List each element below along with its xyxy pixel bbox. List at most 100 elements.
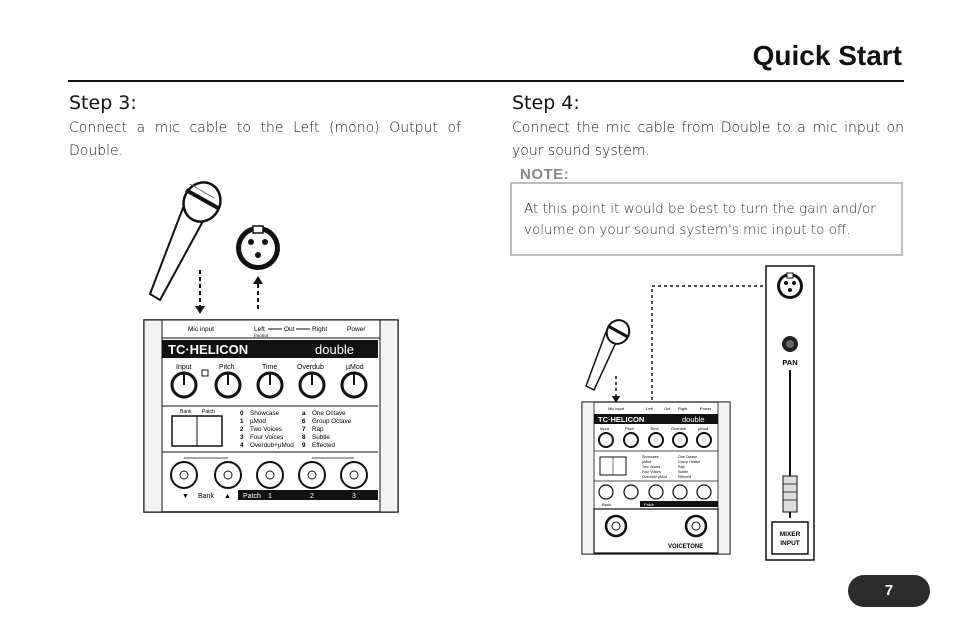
knob-label-umod: µMod (346, 364, 364, 371)
patch-name-3: Four Voices (250, 434, 283, 441)
small-knob-label-umod: µMod (698, 426, 708, 431)
step4-heading: Step 4: (512, 92, 580, 114)
small-footer-patch: Patch (644, 502, 654, 507)
label-mono: (mono) (254, 333, 269, 338)
header-rule (68, 80, 904, 82)
small-footswitch-4[interactable] (672, 484, 688, 500)
microphone-icon (148, 181, 222, 302)
patch-name-6: Group Octave (312, 418, 352, 425)
footer-patch-2: 2 (310, 493, 314, 500)
small-label-out: Out (664, 406, 671, 411)
knob-label-overdub: Overdub (297, 364, 324, 371)
brand-logo: TC·HELICON (168, 342, 248, 357)
voicetone-switch-left[interactable] (604, 514, 628, 538)
small-patch-7: Rap (678, 465, 685, 469)
patch-num-2: 2 (240, 426, 244, 433)
knob-umod[interactable] (340, 371, 368, 399)
footer-patch-3: 3 (352, 493, 356, 500)
small-patch-4: Overdub+µMod (642, 475, 667, 479)
label-mic-input: Mic input (188, 326, 214, 333)
small-knob-time[interactable] (648, 432, 664, 448)
voicetone-switch-right[interactable] (684, 514, 708, 538)
small-knob-pitch[interactable] (623, 432, 639, 448)
mixer-input-label-1: MIXER (780, 531, 801, 538)
footer-patch-1: 1 (268, 493, 272, 500)
small-footswitch-5[interactable] (696, 484, 712, 500)
small-footswitch-2[interactable] (623, 484, 639, 500)
small-knob-label-time: Time (650, 426, 660, 431)
patch-name-5: One Octave (312, 410, 346, 417)
small-knob-umod[interactable] (696, 432, 712, 448)
small-patch-3: Four Voices (642, 470, 661, 474)
small-patch-8: Subtle (678, 470, 688, 474)
double-pedal-small: Mic input Left Out Right Power TC·HELICO… (581, 401, 731, 555)
small-patch-6: Group Octave (678, 460, 700, 464)
patch-name-7: Rap (312, 426, 324, 433)
patch-name-2: Two Voices (250, 426, 282, 433)
small-patch-2: Two Voices (642, 465, 660, 469)
label-right: Right (312, 326, 327, 333)
label-out: Out (284, 326, 295, 333)
pan-knob[interactable] (782, 336, 798, 352)
small-patch-0: Showcase (642, 455, 659, 459)
mixer-input-label-2: INPUT (780, 540, 800, 547)
double-pedal: Mic input Left (mono) Out Right Power TC… (143, 319, 399, 513)
footswitch-patch-1[interactable] (256, 461, 284, 489)
patch-num-7: 7 (302, 426, 306, 433)
step4-body: Connect the mic cable from Double to a m… (512, 120, 904, 159)
small-patch-9: Effected (678, 475, 691, 479)
patch-name-0: Showcase (250, 410, 280, 417)
footswitch-patch-2[interactable] (298, 461, 326, 489)
small-knob-input[interactable] (598, 432, 614, 448)
footswitch-patch-3[interactable] (340, 461, 368, 489)
footer-patch: Patch (243, 493, 261, 500)
knob-label-input: Input (176, 364, 192, 371)
footer-down-arrow: ▼ (182, 493, 189, 500)
step3-body: Connect a mic cable to the Left (mono) O… (69, 120, 461, 159)
note-text: At this point it would be best to turn t… (524, 201, 876, 238)
model-name: double (315, 342, 354, 357)
xlr-connector-icon (236, 225, 280, 270)
patch-name-9: Effected (312, 442, 335, 449)
footswitch-bank-up[interactable] (214, 461, 242, 489)
input-led (201, 369, 209, 377)
page-number: 7 (848, 575, 930, 607)
display-patch-label: Patch (202, 409, 215, 415)
patch-num-8: 8 (302, 434, 306, 441)
small-knob-overdub[interactable] (672, 432, 688, 448)
note-label: NOTE: (520, 166, 570, 183)
small-knob-label-overdub: Overdub (671, 426, 687, 431)
step3-heading: Step 3: (69, 92, 137, 114)
microphone-icon-small (585, 319, 631, 392)
small-label-right: Right (678, 406, 688, 411)
step3-illustration: Mic input Left (mono) Out Right Power TC… (143, 181, 399, 513)
small-footswitch-3[interactable] (648, 484, 664, 500)
knob-time[interactable] (256, 371, 284, 399)
footer-up-arrow: ▲ (224, 493, 231, 500)
footswitch-bank-down[interactable] (170, 461, 198, 489)
page-title: Quick Start (752, 40, 902, 71)
small-label-left: Left (646, 406, 654, 411)
knob-pitch[interactable] (214, 371, 242, 399)
small-footswitch-1[interactable] (598, 484, 614, 500)
fader-handle[interactable] (782, 475, 798, 513)
small-brand-logo: TC·HELICON (598, 415, 644, 424)
patch-name-1: µMod (250, 418, 266, 425)
knob-label-pitch: Pitch (219, 364, 235, 371)
small-label-mic-input: Mic input (608, 406, 625, 411)
voicetone-logo: VOICETONE (668, 544, 703, 550)
small-label-power: Power (700, 406, 712, 411)
patch-num-5: a (302, 410, 306, 417)
small-knob-label-input: Input (600, 426, 610, 431)
small-footer-bank: Bank (602, 502, 611, 507)
knob-overdub[interactable] (298, 371, 326, 399)
small-model-name: double (682, 415, 705, 424)
patch-num-1: 1 (240, 418, 244, 425)
mixer-xlr-input-icon (777, 272, 803, 299)
label-left: Left (254, 326, 265, 333)
small-knob-label-pitch: Pitch (625, 426, 634, 431)
patch-name-4: Overdub+µMod (250, 442, 294, 449)
knob-input[interactable] (170, 371, 198, 399)
display-bank-label: Bank (180, 409, 192, 415)
pan-label: PAN (782, 358, 797, 367)
